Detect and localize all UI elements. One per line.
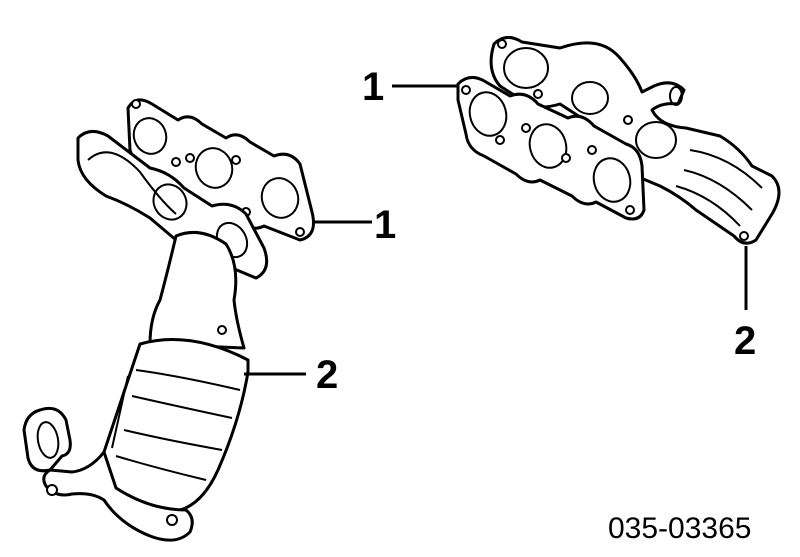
right-exhaust-gasket — [456, 76, 646, 221]
reference-code: 035-03365 — [608, 512, 751, 545]
callout-right-manifold: 2 — [734, 319, 756, 363]
left-exhaust-manifold — [22, 130, 269, 542]
left-exhaust-gasket — [126, 98, 315, 242]
callout-left-gasket: 1 — [374, 203, 396, 247]
callout-right-gasket: 1 — [362, 65, 384, 109]
callout-left-manifold: 2 — [316, 353, 338, 397]
